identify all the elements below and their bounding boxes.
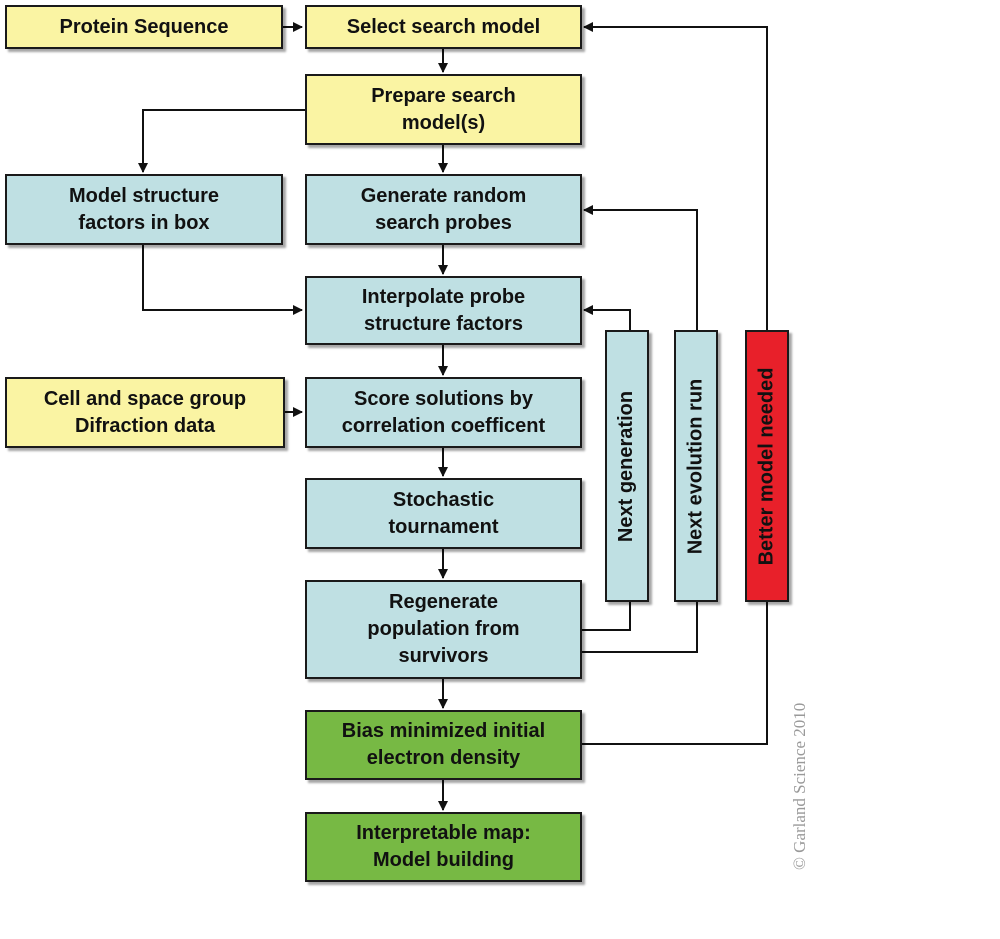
node-bias-minimized: Bias minimized initial electron density <box>305 710 582 780</box>
node-interpolate-probe-label: Interpolate probe structure factors <box>361 285 526 335</box>
node-generate-random-probes-label: Generate random search probes <box>360 184 527 234</box>
node-stochastic-tournament: Stochastic tournament <box>305 478 582 549</box>
node-regenerate-population: Regenerate population from survivors <box>305 580 582 679</box>
loop-better-model-in <box>582 602 768 745</box>
copyright-watermark: © Garland Science 2010 <box>790 702 809 870</box>
node-score-solutions-label: Score solutions by correlation coefficen… <box>341 387 546 437</box>
loop-next-generation-out <box>583 305 631 330</box>
loop-next-evolution-out <box>583 205 698 330</box>
arrow-prepare-to-model-sf <box>138 109 305 173</box>
loop-next-evolution-in <box>582 602 698 653</box>
node-next-generation: Next generation <box>605 330 649 602</box>
node-next-evolution-run-label: Next evolution run <box>684 378 707 554</box>
node-select-search-model: Select search model <box>305 5 582 49</box>
node-generate-random-probes: Generate random search probes <box>305 174 582 245</box>
loop-next-generation-in <box>582 602 631 631</box>
node-cell-space-group: Cell and space group Difraction data <box>5 377 285 448</box>
node-prepare-search-model-label: Prepare search model(s) <box>371 84 516 134</box>
node-cell-space-group-label: Cell and space group Difraction data <box>43 387 247 437</box>
node-better-model-needed: Better model needed <box>745 330 789 602</box>
arrow-model-sf-to-interpolate <box>142 245 303 315</box>
node-score-solutions: Score solutions by correlation coefficen… <box>305 377 582 448</box>
node-model-structure-factors: Model structure factors in box <box>5 174 283 245</box>
node-protein-sequence: Protein Sequence <box>5 5 283 49</box>
node-interpolate-probe: Interpolate probe structure factors <box>305 276 582 345</box>
node-protein-sequence-label: Protein Sequence <box>59 15 229 38</box>
node-regenerate-population-label: Regenerate population from survivors <box>367 591 520 667</box>
loop-better-model-out <box>583 22 768 330</box>
node-interpretable-map: Interpretable map: Model building <box>305 812 582 882</box>
node-stochastic-tournament-label: Stochastic tournament <box>388 488 499 538</box>
node-bias-minimized-label: Bias minimized initial electron density <box>341 720 546 769</box>
node-interpretable-map-label: Interpretable map: Model building <box>356 822 531 871</box>
node-model-structure-factors-label: Model structure factors in box <box>68 184 220 234</box>
node-next-evolution-run: Next evolution run <box>674 330 718 602</box>
node-next-generation-label: Next generation <box>615 390 638 542</box>
node-prepare-search-model: Prepare search model(s) <box>305 74 582 145</box>
node-better-model-needed-label: Better model needed <box>755 367 778 565</box>
node-select-search-model-label: Select search model <box>346 15 541 38</box>
